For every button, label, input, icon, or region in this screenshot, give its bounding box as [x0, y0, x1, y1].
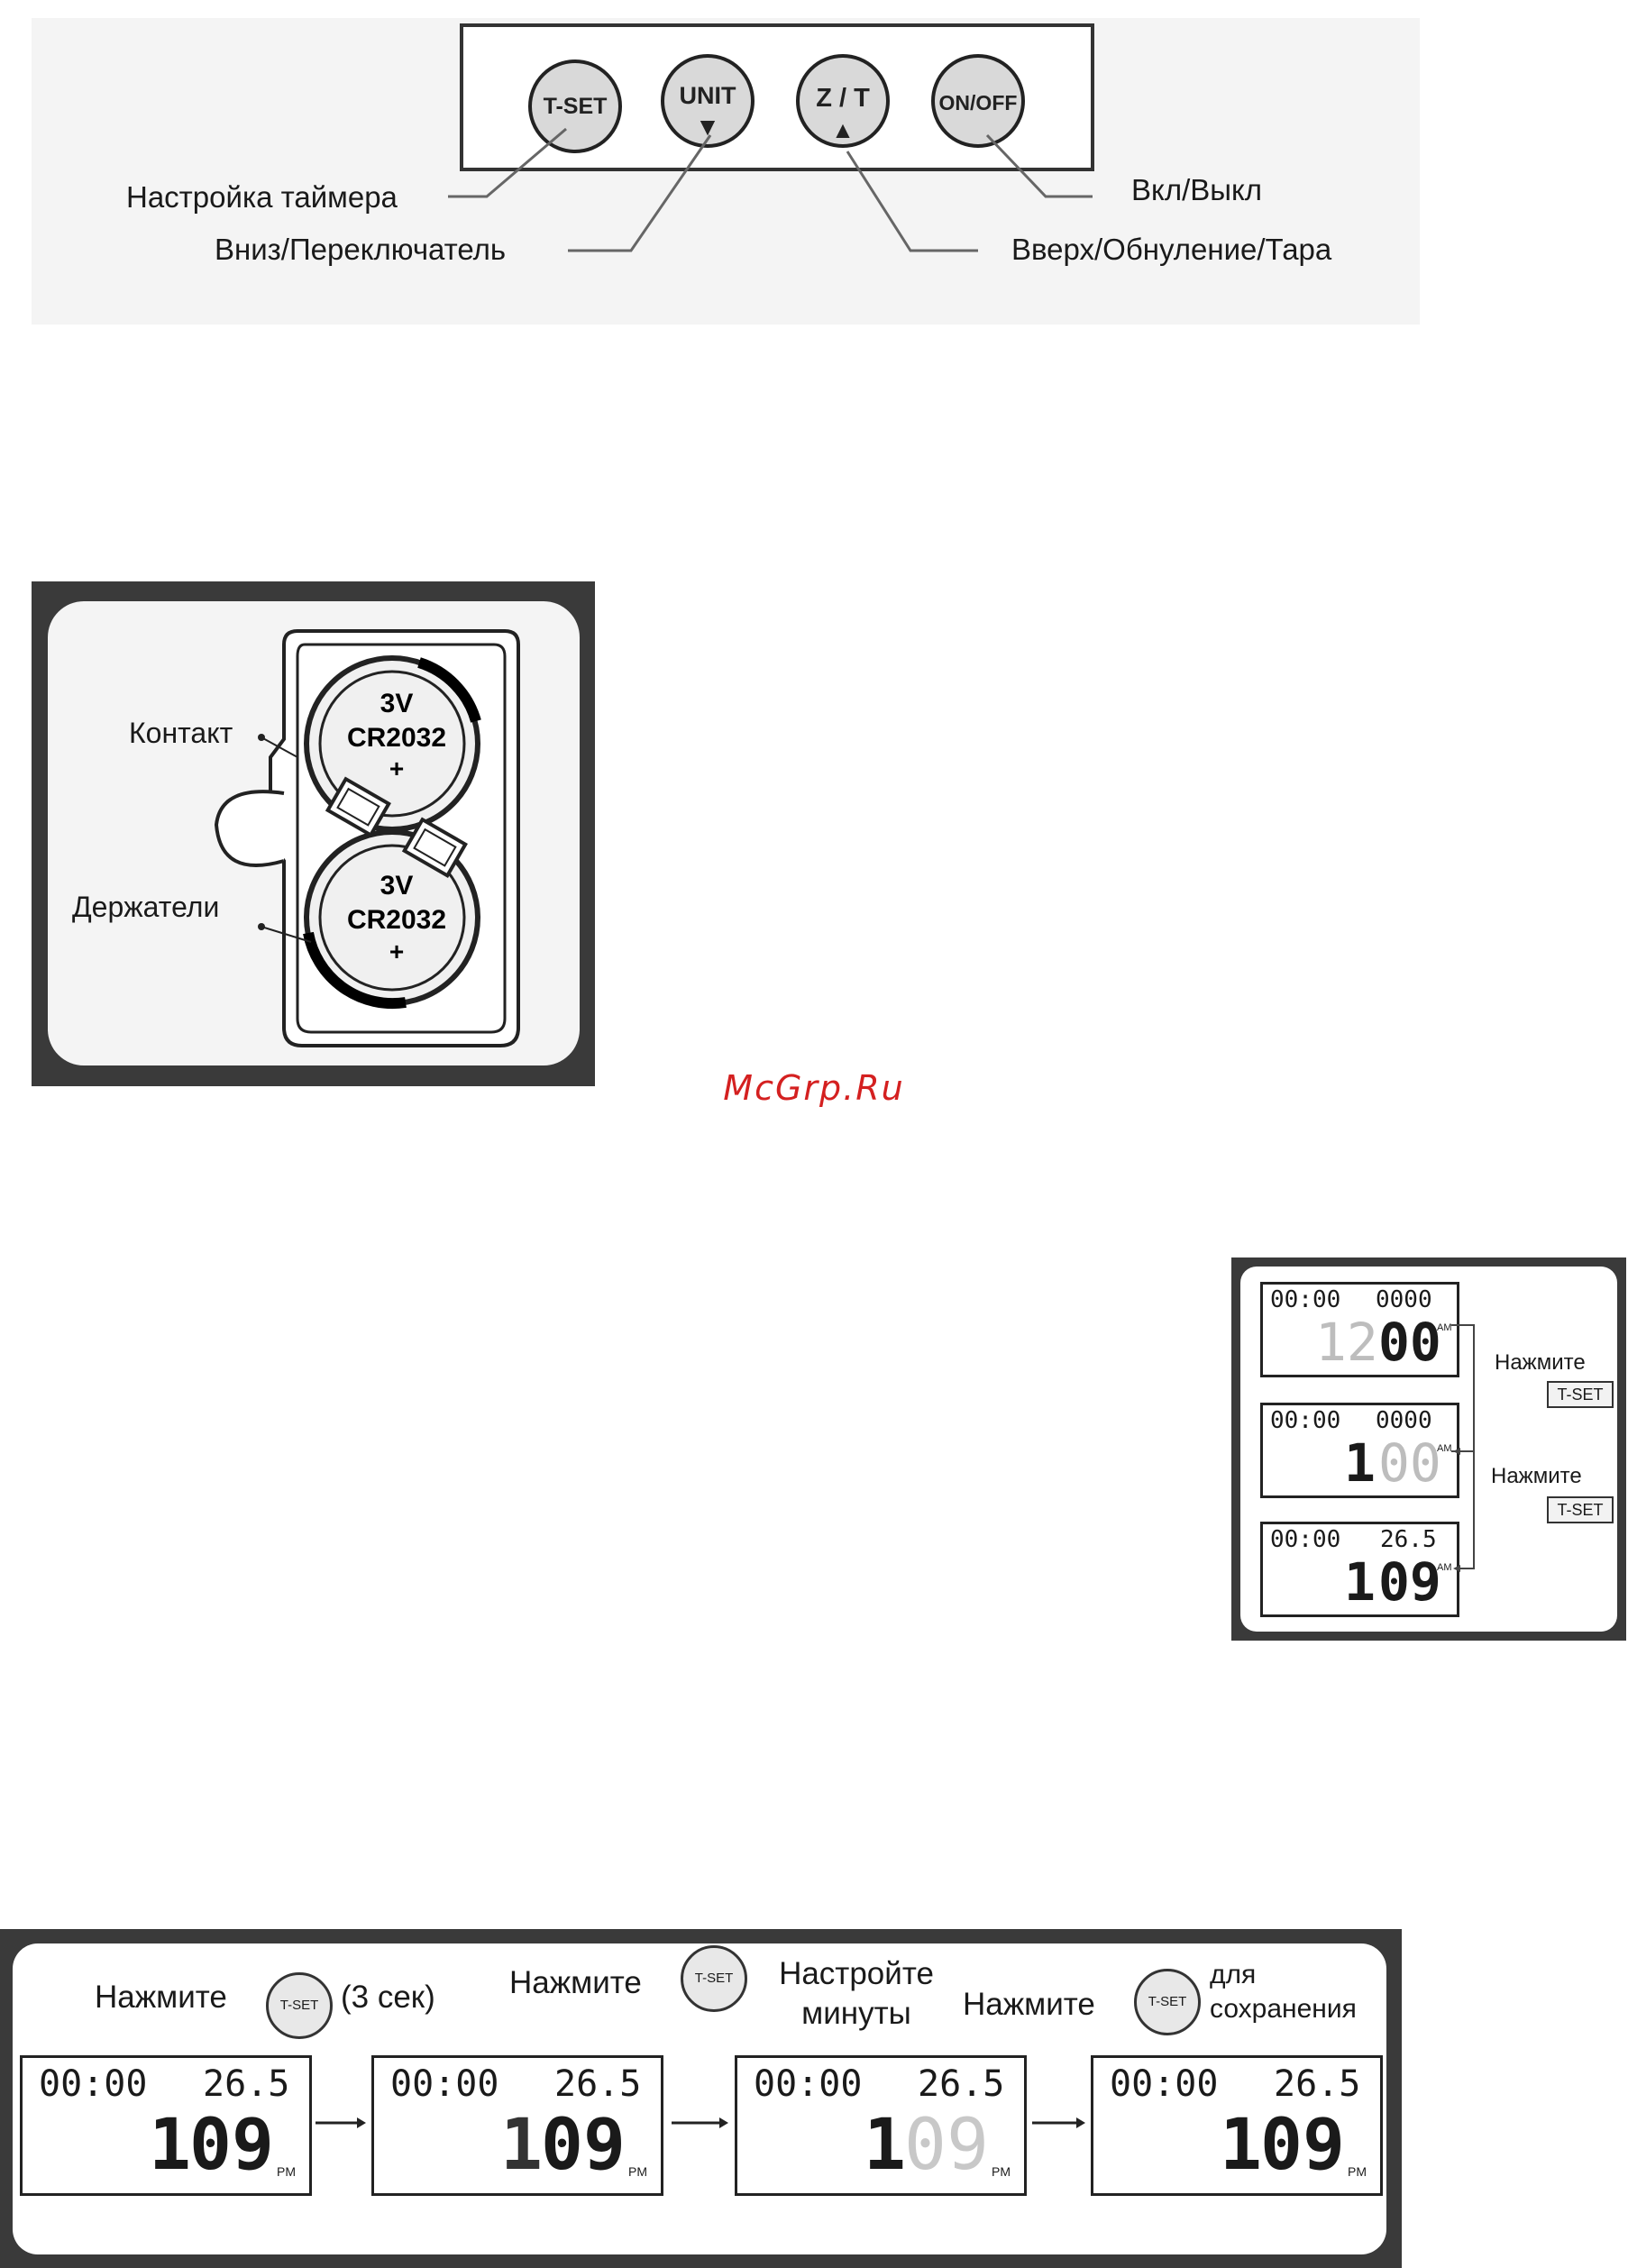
battery-contact-label: Контакт [129, 717, 233, 749]
minute-step-2-tset-icon[interactable]: T-SET [681, 1945, 747, 2012]
lcd-hour: 1 [864, 2105, 906, 2186]
onoff-button[interactable]: ON/OFF [931, 54, 1025, 148]
battery-top-polarity: + [389, 754, 404, 782]
lcd-minutes-blinking: 00 [1378, 1432, 1441, 1494]
arrow-right-icon [672, 2117, 728, 2128]
lcd-reading: 26.5 [1274, 2063, 1361, 2105]
up-arrow-icon: ▲ [831, 116, 855, 143]
lcd-timer: 00:00 [1270, 1286, 1341, 1313]
lcd-minutes: 09 [541, 2105, 626, 2186]
unit-button[interactable]: UNIT ▼ [661, 54, 755, 148]
lcd-reading: 0000 [1376, 1407, 1432, 1434]
clock-screen-2: 00:00 0000 1 00 AM [1260, 1403, 1459, 1498]
lcd-ampm: PM [277, 2164, 296, 2179]
lcd-ampm: AM [1437, 1443, 1452, 1454]
lcd-minutes: 00 [1378, 1312, 1441, 1373]
lcd-ampm: AM [1437, 1562, 1452, 1573]
battery-cell-bottom [303, 829, 480, 1010]
battery-bottom-polarity: + [389, 937, 404, 965]
tset-icon-label: T-SET [694, 1971, 734, 1986]
lcd-hour: 1 [1344, 1551, 1376, 1613]
onoff-button-label: ON/OFF [939, 91, 1018, 114]
clock-tset-button-2[interactable]: T-SET [1547, 1496, 1614, 1523]
down-arrow-icon: ▼ [695, 113, 720, 141]
lcd-minutes-blinking: 09 [904, 2105, 989, 2186]
lcd-timer: 00:00 [39, 2063, 148, 2105]
lcd-ampm: AM [1437, 1322, 1452, 1333]
minute-screen-4: 00:00 26.5 1 09 PM [1091, 2055, 1383, 2196]
callout-up-zero-tare: Вверх/Обнуление/Тара [1011, 233, 1332, 266]
lcd-ampm: PM [628, 2164, 647, 2179]
lcd-ampm: PM [992, 2164, 1011, 2179]
callout-on-off: Вкл/Выкл [1131, 173, 1263, 206]
watermark: McGrp.Ru [723, 1068, 905, 1108]
minute-step-2-press: Нажмите [509, 1965, 642, 2000]
minute-screen-1: 00:00 26.5 1 09 PM [20, 2055, 312, 2196]
zt-button[interactable]: Z / T ▲ [796, 54, 890, 148]
lcd-minutes: 09 [1260, 2105, 1345, 2186]
lcd-timer: 00:00 [1270, 1407, 1341, 1434]
callout-timer-setting: Настройка таймера [126, 180, 398, 214]
lcd-timer: 00:00 [1110, 2063, 1219, 2105]
clock-screen-3: 00:00 26.5 1 09 AM [1260, 1522, 1459, 1617]
lcd-hour: 1 [1220, 2105, 1262, 2186]
lcd-reading: 0000 [1376, 1286, 1432, 1313]
lcd-timer: 00:00 [1270, 1526, 1341, 1553]
arrow-right-icon [316, 2117, 366, 2128]
lcd-minutes: 09 [189, 2105, 274, 2186]
battery-top-model: CR2032 [347, 723, 446, 753]
minute-step-1-press: Нажмите [95, 1980, 227, 2015]
tset-icon-label: T-SET [279, 1998, 319, 2013]
minute-step-3-press: Нажмите [963, 1987, 1095, 2022]
clock-press-label-1: Нажмите [1495, 1350, 1586, 1375]
minute-step-2-note: Настройте минуты [779, 1956, 934, 2031]
minute-step-3-tset-icon[interactable]: T-SET [1134, 1969, 1201, 2035]
unit-button-label: UNIT [680, 82, 736, 109]
lcd-reading: 26.5 [1380, 1526, 1437, 1553]
minute-step-3-note: для сохранения [1210, 1960, 1357, 2024]
lcd-hour: 1 [149, 2105, 191, 2186]
lcd-hour: 1 [1344, 1432, 1376, 1494]
clock-press-label-2: Нажмите [1491, 1464, 1582, 1488]
control-panel-diagram: T-SET UNIT ▼ Z / T ▲ ON/OFF [448, 23, 1094, 252]
minute-step-1-tset-icon[interactable]: T-SET [266, 1972, 333, 2039]
clock-tset-label: T-SET [1557, 1385, 1604, 1404]
lcd-hour-blinking: 12 [1315, 1312, 1378, 1373]
lcd-reading: 26.5 [554, 2063, 642, 2105]
clock-setup-connectors [1451, 1324, 1475, 1572]
battery-top-voltage: 3V [380, 689, 414, 718]
clock-tset-button-1[interactable]: T-SET [1547, 1381, 1614, 1408]
lcd-timer: 00:00 [754, 2063, 863, 2105]
arrow-right-icon [1032, 2117, 1085, 2128]
clock-screen-1: 00:00 0000 12 00 AM [1260, 1282, 1459, 1377]
battery-compartment: 3V CR2032 + 3V CR2032 + [214, 629, 520, 1047]
tset-button-label: T-SET [544, 94, 608, 119]
battery-bottom-model: CR2032 [347, 905, 446, 935]
lcd-timer: 00:00 [390, 2063, 499, 2105]
tset-icon-label: T-SET [1148, 1994, 1187, 2009]
lcd-ampm: PM [1348, 2164, 1367, 2179]
minute-screen-3: 00:00 26.5 1 09 PM [735, 2055, 1027, 2196]
lcd-hour-blinking: 1 [500, 2105, 543, 2186]
callout-down-switch: Вниз/Переключатель [215, 233, 507, 266]
lcd-reading: 26.5 [203, 2063, 290, 2105]
zt-button-label: Z / T [816, 84, 870, 113]
callout-leaders [448, 127, 1093, 252]
battery-contacts [325, 776, 468, 879]
tset-button[interactable]: T-SET [528, 59, 622, 153]
clock-tset-label: T-SET [1557, 1501, 1604, 1519]
lcd-minutes: 09 [1378, 1551, 1441, 1613]
battery-holders-label: Держатели [72, 891, 220, 923]
lcd-reading: 26.5 [918, 2063, 1005, 2105]
minute-screen-2: 00:00 26.5 1 09 PM [371, 2055, 663, 2196]
minute-step-1-note: (3 сек) [341, 1980, 435, 2015]
battery-bottom-voltage: 3V [380, 871, 414, 901]
minute-flow-arrows [316, 2117, 1085, 2128]
